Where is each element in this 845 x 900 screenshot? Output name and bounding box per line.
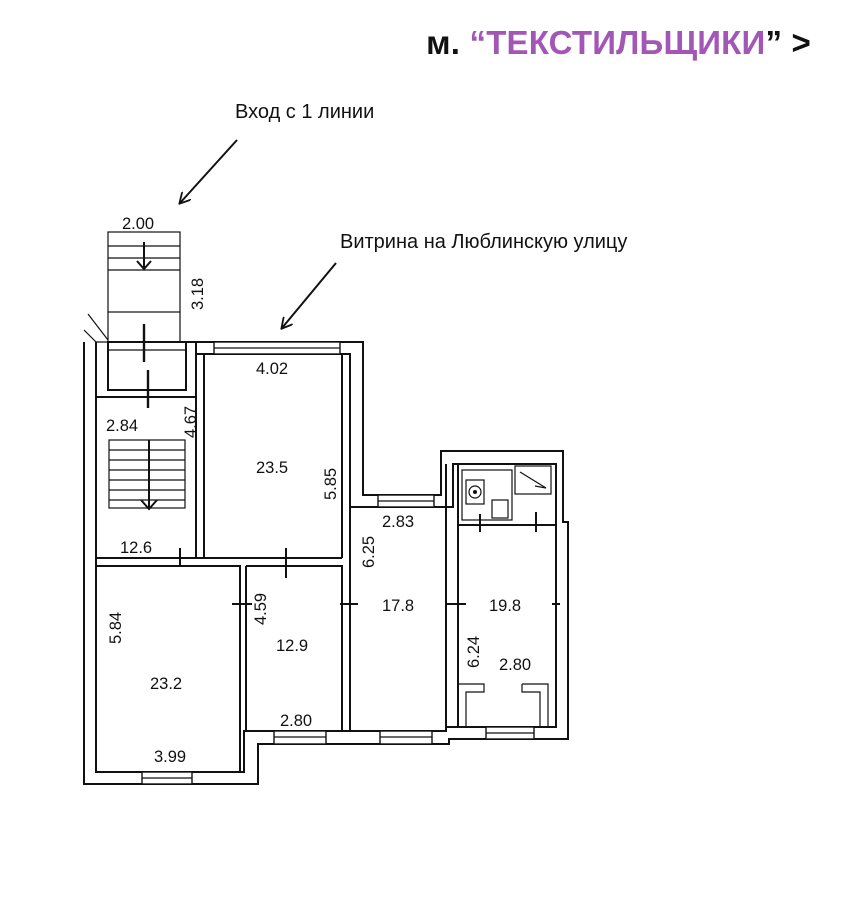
interior-walls <box>96 342 556 772</box>
label-room-e-width: 2.80 <box>499 656 531 674</box>
label-room-b-width: 3.99 <box>154 748 186 766</box>
internal-stair <box>108 439 186 511</box>
label-room-b-area: 23.2 <box>150 675 182 693</box>
storefront-arrow <box>282 262 337 328</box>
station-headline: м. “ТЕКСТИЛЬЩИКИ” > <box>426 24 811 62</box>
entrance-arrow <box>180 139 238 203</box>
entry-stair <box>107 231 181 342</box>
label-stair-width: 2.00 <box>122 215 154 233</box>
bathroom <box>461 465 552 521</box>
vestibule <box>96 324 196 408</box>
label-stair-hall-width: 2.84 <box>106 417 138 435</box>
label-stair-length: 3.18 <box>189 278 207 310</box>
windows <box>141 341 535 785</box>
label-room-c-area: 12.9 <box>276 637 308 655</box>
headline-close-quote: ” > <box>765 24 811 61</box>
label-room-d-area: 17.8 <box>382 597 414 615</box>
label-room-a-width: 4.02 <box>256 360 288 378</box>
entrance-note: Вход с 1 линии <box>235 101 375 123</box>
label-room-a-area: 23.5 <box>256 459 288 477</box>
label-room-b-length: 5.84 <box>107 612 125 644</box>
label-room-c-width: 2.80 <box>280 712 312 730</box>
label-room-d-length: 6.25 <box>360 536 378 568</box>
headline-open-quote: “ <box>469 24 487 61</box>
label-room-a-length: 5.85 <box>322 468 340 500</box>
label-room-c-length: 4.59 <box>252 593 270 625</box>
station-name: ТЕКСТИЛЬЩИКИ <box>486 24 766 61</box>
door-marks <box>179 512 560 605</box>
label-hall-area: 12.6 <box>120 539 152 557</box>
label-room-e-length: 6.24 <box>465 636 483 668</box>
label-stair-hall-length: 4.67 <box>182 406 200 438</box>
label-room-e-area: 19.8 <box>489 597 521 615</box>
outer-walls <box>83 313 569 785</box>
label-room-d-width: 2.83 <box>382 513 414 531</box>
headline-prefix: м. <box>426 24 470 61</box>
storefront-note: Витрина на Люблинскую улицу <box>340 231 628 253</box>
